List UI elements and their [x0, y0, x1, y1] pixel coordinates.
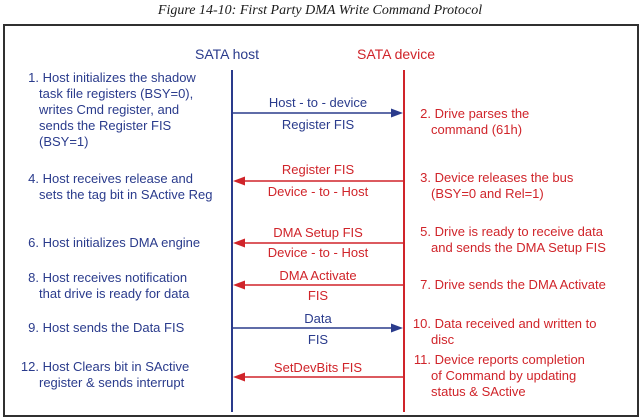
step-number: 2. — [420, 106, 431, 121]
step-text: Data received and written to — [434, 316, 597, 331]
sata-device-header: SATA device — [357, 46, 436, 62]
host-step-12: 12. Host Clears bit in SActive register … — [15, 359, 231, 391]
host-step-8: 8. Host receives notification that drive… — [15, 270, 231, 302]
step-number: 7. — [420, 277, 431, 292]
arrow-to-device — [233, 323, 403, 333]
step-text: disc — [431, 332, 455, 347]
step-text: (BSY=0 and Rel=1) — [431, 186, 544, 201]
device-lifeline — [403, 70, 405, 412]
step-number: 4. — [28, 171, 39, 186]
step-number: 6. — [28, 235, 39, 250]
step-number: 11. — [413, 352, 431, 367]
device-step-5: 5. Drive is ready to receive data and se… — [407, 224, 633, 256]
step-text: Drive is ready to receive data — [434, 224, 603, 239]
host-step-4: 4. Host receives release and sets the ta… — [15, 171, 231, 203]
message-label-above: Register FIS — [281, 162, 355, 177]
step-number: 12. — [20, 359, 39, 374]
arrow-to-host — [233, 372, 403, 382]
arrow-to-host — [233, 176, 403, 186]
step-text: sends the Register FIS — [39, 118, 172, 133]
host-step-1: 1. Host initializes the shadow task file… — [15, 70, 231, 150]
device-step-2: 2. Drive parses the command (61h) — [407, 106, 633, 138]
host-lifeline — [231, 70, 233, 412]
step-text: register & sends interrupt — [39, 375, 185, 390]
arrow-to-host — [233, 238, 403, 248]
sata-host-header: SATA host — [195, 46, 260, 62]
step-number: 8. — [28, 270, 39, 285]
step-text: sets the tag bit in SActive Reg — [39, 187, 213, 202]
step-text: Host receives release and — [42, 171, 193, 186]
device-step-7: 7. Drive sends the DMA Activate — [407, 277, 633, 293]
step-text: Host initializes DMA engine — [42, 235, 201, 250]
step-text: task file registers (BSY=0), — [39, 86, 194, 101]
step-text: (BSY=1) — [39, 134, 89, 149]
message-label-below: Device - to - Host — [267, 184, 369, 199]
step-text: and sends the DMA Setup FIS — [431, 240, 606, 255]
device-step-11: 11. Device reports completion of Command… — [407, 352, 633, 400]
step-text: that drive is ready for data — [39, 286, 190, 301]
message-label-above: SetDevBits FIS — [273, 360, 363, 375]
step-text: Drive sends the DMA Activate — [434, 277, 606, 292]
step-text: status & SActive — [431, 384, 526, 399]
step-text: Host sends the Data FIS — [42, 320, 185, 335]
step-text: of Command by updating — [431, 368, 577, 383]
step-number: 9. — [28, 320, 39, 335]
step-number: 3. — [420, 170, 431, 185]
message-label-below: FIS — [307, 288, 329, 303]
message-label-above: Data — [304, 311, 332, 326]
step-text: Host initializes the shadow — [42, 70, 196, 85]
step-text: Device releases the bus — [434, 170, 574, 185]
message-label-below: Register FIS — [281, 117, 355, 132]
step-text: Device reports completion — [434, 352, 585, 367]
host-step-6: 6. Host initializes DMA engine — [15, 235, 231, 251]
step-text: command (61h) — [431, 122, 523, 137]
message-label-above: DMA Setup FIS — [273, 225, 363, 240]
message-label-above: DMA Activate — [279, 268, 357, 283]
step-text: Host Clears bit in SActive — [42, 359, 190, 374]
device-step-3: 3. Device releases the bus (BSY=0 and Re… — [407, 170, 633, 202]
message-label-above: Host - to - device — [268, 95, 368, 110]
step-text: writes Cmd register, and — [39, 102, 180, 117]
arrow-to-device — [233, 108, 403, 118]
message-label-below: Device - to - Host — [267, 245, 369, 260]
step-number: 10. — [412, 316, 431, 331]
step-text: Host receives notification — [42, 270, 188, 285]
arrow-to-host — [233, 280, 403, 290]
message-label-below: FIS — [307, 332, 329, 347]
host-step-9: 9. Host sends the Data FIS — [15, 320, 231, 336]
protocol-diagram-panel: SATA host SATA device 1. Host initialize… — [3, 24, 639, 417]
step-text: Drive parses the — [434, 106, 530, 121]
step-number: 1. — [28, 70, 39, 85]
figure-caption: Figure 14-10: First Party DMA Write Comm… — [157, 3, 483, 18]
device-step-10: 10. Data received and written to disc — [407, 316, 633, 348]
step-number: 5. — [420, 224, 431, 239]
